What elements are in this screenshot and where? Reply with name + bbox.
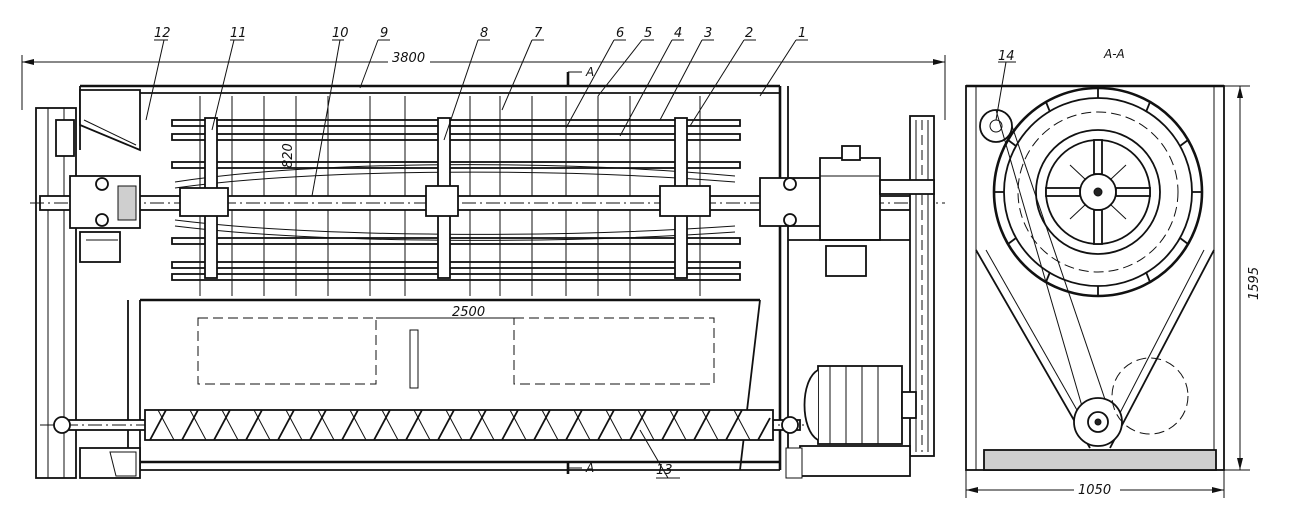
part-11: 11 <box>230 26 247 41</box>
chain-drive <box>788 115 935 457</box>
section-cut-marks: A A <box>566 65 594 475</box>
housing-frame <box>35 84 789 479</box>
part-8: 8 <box>480 26 488 41</box>
screw-conveyor <box>40 409 810 441</box>
part-13: 13 <box>656 463 673 478</box>
inspection-windows: 2500 <box>197 305 715 389</box>
section-height-label: 1595 <box>1247 267 1262 300</box>
part-callouts: 1 2 3 4 5 6 7 8 9 10 11 12 13 <box>145 26 808 479</box>
part-14: 14 <box>998 49 1015 64</box>
part-2: 2 <box>745 26 753 41</box>
part-3: 3 <box>704 26 712 41</box>
overall-length-dimension: 3800 <box>21 50 946 120</box>
part-9: 9 <box>380 26 388 41</box>
part-1: 1 <box>798 26 806 41</box>
part-12: 12 <box>154 26 171 41</box>
part-4: 4 <box>674 26 682 41</box>
section-width-label: 1050 <box>1078 483 1111 498</box>
part-10: 10 <box>332 26 349 41</box>
section-title: A-A <box>1103 47 1125 61</box>
drum-diameter-label: 820 <box>281 143 296 168</box>
cut-mark-bottom: A <box>585 461 594 475</box>
electric-motor <box>785 365 917 479</box>
front-view: 3800 <box>21 26 946 479</box>
section-view: A-A <box>965 47 1262 498</box>
part-5: 5 <box>644 26 652 41</box>
main-shaft <box>30 145 945 277</box>
cut-mark-top: A <box>585 65 594 79</box>
part-7: 7 <box>534 26 543 41</box>
part-6: 6 <box>616 26 624 41</box>
overall-length-label: 3800 <box>392 51 425 66</box>
drum-length-label: 2500 <box>452 305 485 320</box>
